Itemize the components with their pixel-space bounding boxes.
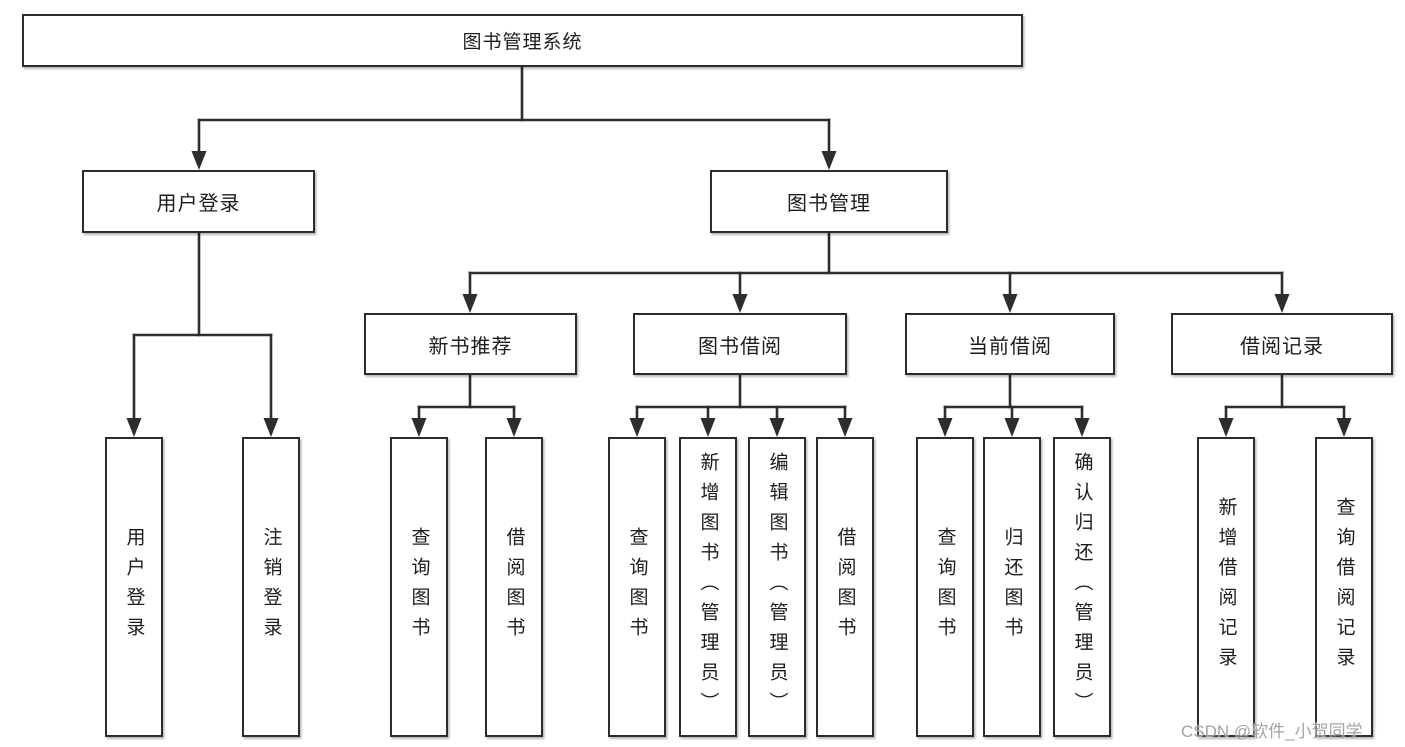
node-label: 借阅图书 xyxy=(503,527,525,647)
node-new-book-recommend: 新书推荐 xyxy=(364,313,577,375)
node-label: 借阅记录 xyxy=(1240,335,1324,358)
node-label: 借阅图书 xyxy=(834,527,856,647)
node-label: 图书借阅 xyxy=(698,335,782,358)
node-label: 查询图书 xyxy=(934,527,956,647)
node-label: 查询图书 xyxy=(408,527,430,647)
node-label: 注销登录 xyxy=(260,527,282,647)
node-library-management-system: 图书管理系统 xyxy=(22,14,1023,67)
connector-login-to-leaves xyxy=(126,231,279,437)
leaf-rec-query-books: 查询图书 xyxy=(390,437,448,737)
leaf-confirm-return-admin: 确认归还（管理员） xyxy=(1053,437,1111,737)
leaf-add-borrow-record: 新增借阅记录 xyxy=(1197,437,1255,737)
node-label: 用户登录 xyxy=(156,193,241,215)
leaf-return-books: 归还图书 xyxy=(983,437,1041,737)
connector-records-to-leaves xyxy=(1218,373,1352,437)
node-label: 图书管理 xyxy=(787,193,871,215)
leaf-edit-book-admin: 编辑图书（管理员） xyxy=(748,437,806,737)
leaf-current-query-books: 查询图书 xyxy=(916,437,974,737)
node-label: 用户登录 xyxy=(123,527,145,647)
connector-borrow-to-leaves xyxy=(629,373,853,437)
connector-rec-to-leaves xyxy=(411,373,522,437)
node-label: 归还图书 xyxy=(1001,527,1023,647)
node-label: 新增图书（管理员） xyxy=(697,452,719,722)
node-label: 当前借阅 xyxy=(968,335,1052,358)
node-borrowing-records: 借阅记录 xyxy=(1171,313,1393,375)
node-label: 新书推荐 xyxy=(428,335,513,358)
node-book-borrowing: 图书借阅 xyxy=(633,313,847,375)
leaf-add-book-admin: 新增图书（管理员） xyxy=(679,437,737,737)
connector-mgmt-to-level3 xyxy=(462,231,1290,313)
leaf-borrow-query-books: 查询图书 xyxy=(608,437,666,737)
node-label: 确认归还（管理员） xyxy=(1071,452,1093,722)
leaf-borrow-books: 借阅图书 xyxy=(816,437,874,737)
node-label: 查询图书 xyxy=(626,527,648,647)
connector-current-to-leaves xyxy=(937,373,1090,437)
leaf-logout: 注销登录 xyxy=(242,437,300,737)
leaf-user-login: 用户登录 xyxy=(105,437,163,737)
leaf-rec-borrow-books: 借阅图书 xyxy=(485,437,543,737)
leaf-query-borrow-record: 查询借阅记录 xyxy=(1315,437,1373,737)
node-label: 新增借阅记录 xyxy=(1215,497,1237,677)
csdn-watermark: CSDN @软件_小贺同学 xyxy=(1181,722,1363,741)
node-label: 查询借阅记录 xyxy=(1333,497,1355,677)
node-label: 编辑图书（管理员） xyxy=(766,452,788,722)
node-book-management: 图书管理 xyxy=(710,170,948,233)
node-current-borrowing: 当前借阅 xyxy=(905,313,1115,375)
node-user-login: 用户登录 xyxy=(82,170,315,233)
node-label: 图书管理系统 xyxy=(462,32,583,53)
connector-root-to-level2 xyxy=(191,65,837,170)
